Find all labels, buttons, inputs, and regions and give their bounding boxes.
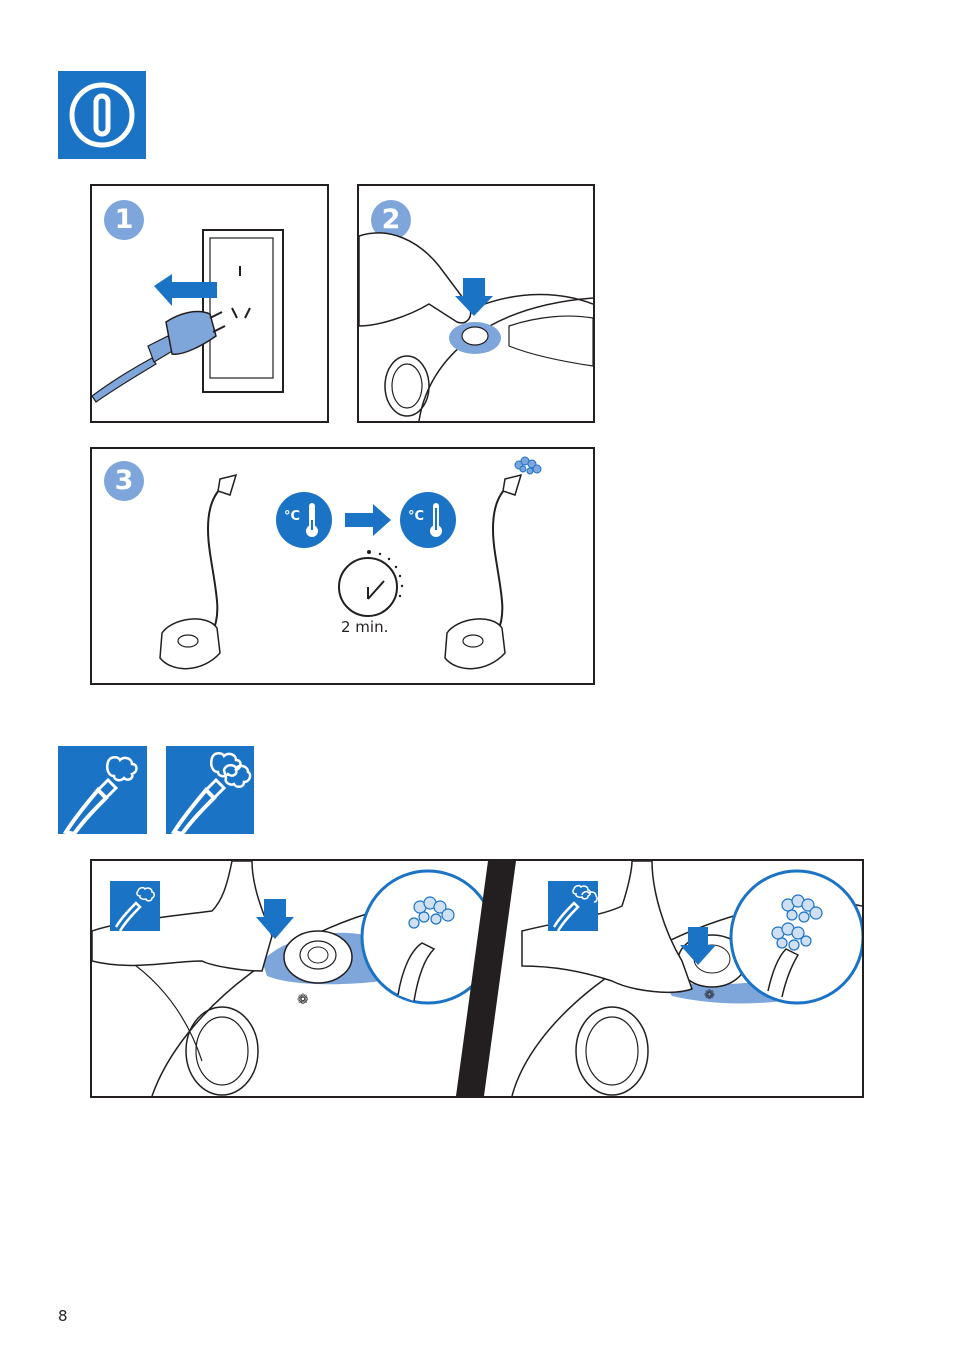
temp-unit-label: °C	[284, 509, 300, 524]
power-icon	[58, 71, 146, 159]
steamer-cold-illustration	[152, 473, 252, 683]
step2-panel: 2	[357, 184, 595, 423]
power-section-tile	[58, 71, 146, 159]
page-number: 8	[58, 1307, 68, 1325]
press-steam-low-button: ❁ ❁	[92, 861, 862, 1096]
temp-unit-label: °C	[408, 509, 424, 524]
plug-into-socket-illustration	[92, 186, 327, 421]
steam-low-tile	[58, 746, 147, 834]
step3-badge: 3	[104, 461, 144, 501]
steam-panels: ❁ ❁	[90, 859, 864, 1098]
step3-panel: 3 °C °C 2 min.	[90, 447, 595, 685]
arrow-right-icon	[345, 504, 391, 536]
step1-panel: 1	[90, 184, 329, 423]
steam-high-icon	[166, 746, 254, 834]
timer-icon	[332, 549, 408, 619]
svg-text:❁: ❁	[704, 988, 715, 1003]
steam-high-tile	[166, 746, 254, 834]
timer-label: 2 min.	[341, 618, 388, 636]
thermometer-cold-badge: °C	[276, 492, 332, 548]
steamer-steaming-illustration	[437, 451, 557, 683]
steam-low-icon	[58, 746, 147, 834]
thermometer-icon	[304, 502, 320, 538]
svg-text:❁: ❁	[297, 992, 309, 1008]
press-power-button-illustration	[359, 186, 593, 421]
